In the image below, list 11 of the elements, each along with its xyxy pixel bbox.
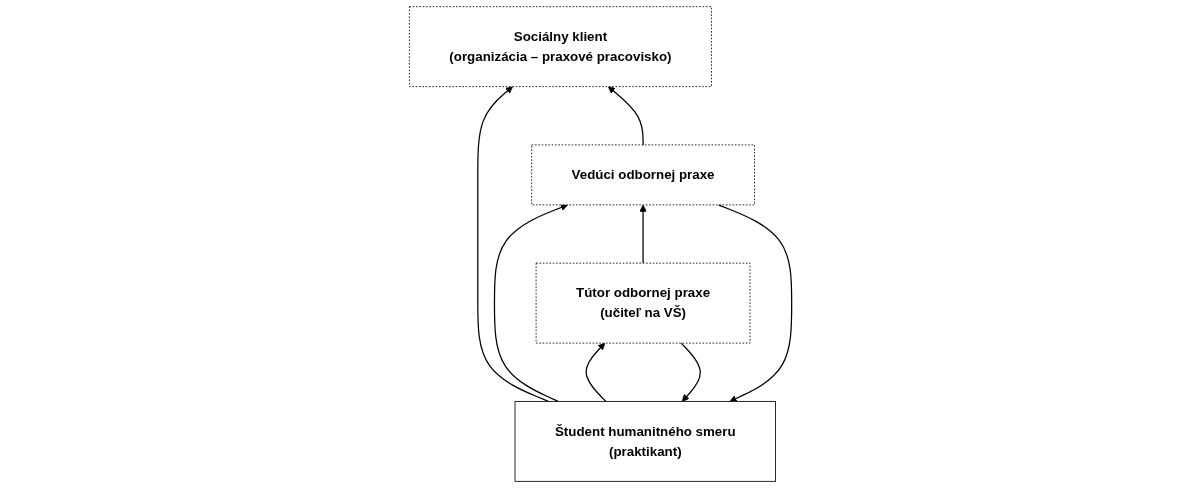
arrow <box>717 204 793 402</box>
node-box: Vedúci odbornej praxe <box>531 144 755 206</box>
arrow <box>493 203 568 402</box>
arrow <box>607 86 644 146</box>
arrow <box>680 342 701 402</box>
node-box: Sociálny klient (organizácia – praxové pracovisko) <box>408 6 712 88</box>
arrow <box>585 342 607 402</box>
arrow <box>639 204 647 264</box>
arrow <box>477 86 550 402</box>
node-box: Študent humanitného smeru (praktikant) <box>514 400 776 482</box>
node-box: Tútor odbornej praxe (učiteľ na VŠ) <box>535 262 751 344</box>
